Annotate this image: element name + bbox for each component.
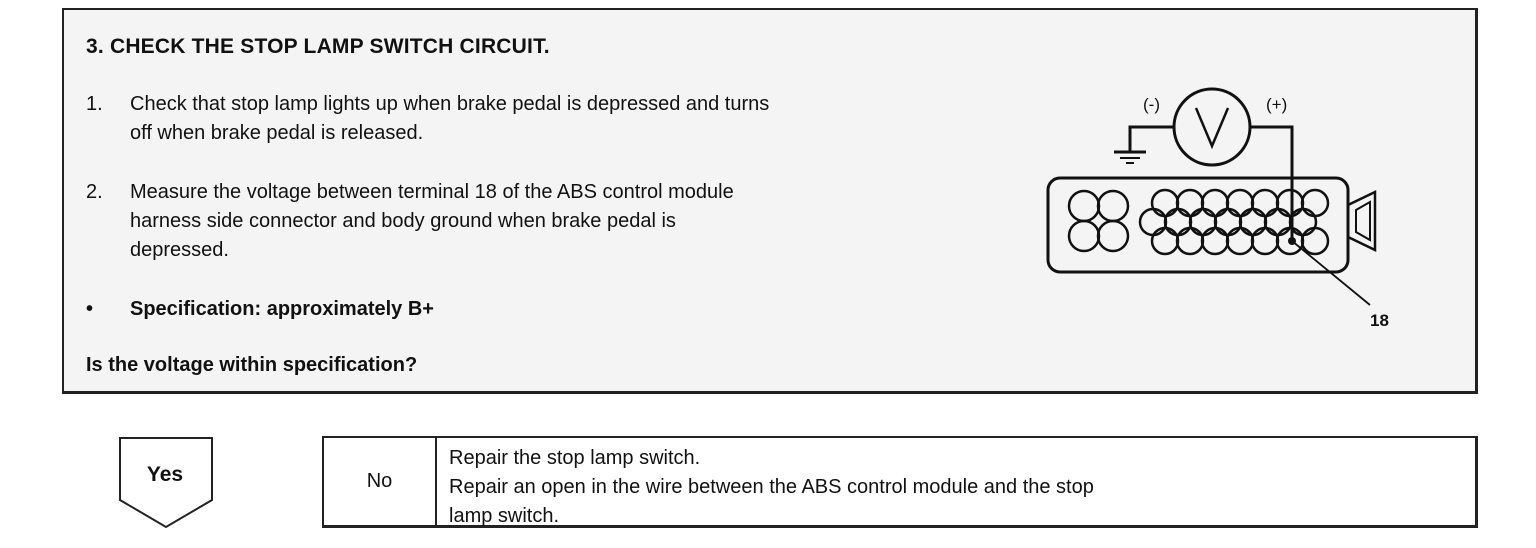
specification-text: Specification: approximately B+	[130, 298, 434, 320]
no-result-table: No Repair the stop lamp switch. Repair a…	[322, 436, 1478, 528]
terminal-label: 18	[1370, 311, 1389, 330]
terminal-18-probe	[1288, 237, 1296, 245]
minus-label: (-)	[1143, 95, 1160, 114]
connector-pins-right	[1138, 188, 1330, 256]
step-box: 3. CHECK THE STOP LAMP SWITCH CIRCUIT. 1…	[62, 8, 1478, 394]
instruction-number: 2.	[86, 181, 103, 203]
yes-label: Yes	[147, 463, 183, 486]
instruction-line: Check that stop lamp lights up when brak…	[130, 93, 770, 115]
ground-icon	[1114, 150, 1146, 164]
connector-pins-left	[1067, 189, 1130, 253]
no-label: No	[324, 438, 437, 525]
instruction-number: 1.	[86, 93, 103, 115]
connector-diagram: (-) (+) 18	[1046, 87, 1389, 330]
instruction-line: depressed.	[130, 239, 229, 261]
instruction-line: off when brake pedal is released.	[130, 122, 424, 144]
question: Is the voltage within specification?	[86, 354, 418, 376]
no-action-line: Repair an open in the wire between the A…	[449, 476, 1094, 498]
no-actions: Repair the stop lamp switch. Repair an o…	[437, 438, 1094, 527]
yes-arrow: Yes	[119, 437, 213, 529]
instruction-line: Measure the voltage between terminal 18 …	[130, 181, 734, 203]
no-action-line: lamp switch.	[449, 505, 560, 527]
plus-label: (+)	[1266, 95, 1287, 114]
instruction-line: harness side connector and body ground w…	[130, 210, 676, 232]
step-title: 3. CHECK THE STOP LAMP SWITCH CIRCUIT.	[86, 35, 550, 58]
bullet: •	[86, 298, 94, 320]
no-action-line: Repair the stop lamp switch.	[449, 447, 701, 469]
voltmeter-icon	[1172, 87, 1252, 167]
